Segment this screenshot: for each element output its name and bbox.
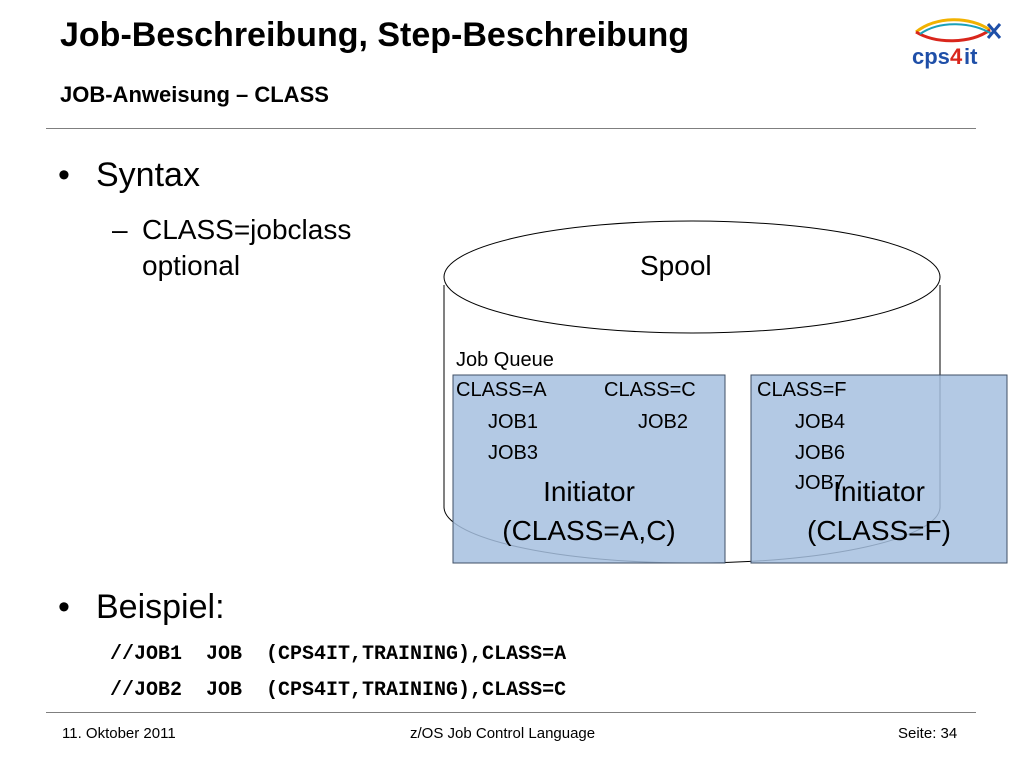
class-f-job-1: JOB4	[795, 411, 846, 433]
spool-cylinder-top	[443, 220, 941, 334]
code-line-2: //JOB2 JOB (CPS4IT,TRAINING),CLASS=C	[110, 679, 567, 702]
bullet-beispiel: • Beispiel:	[58, 588, 225, 627]
bullet-marker: •	[58, 588, 70, 626]
svg-text:cps: cps	[912, 44, 950, 69]
class-c-job-1: JOB2	[638, 411, 689, 433]
sub-bullet-marker: –	[112, 214, 128, 245]
initiator-box-1	[452, 374, 726, 564]
sub-bullet-line2: optional	[142, 250, 241, 281]
header-divider	[46, 128, 976, 129]
class-f-job-2: JOB6	[795, 442, 846, 464]
class-a-label: CLASS=A	[456, 379, 547, 401]
initiator-2-line1: Initiator	[833, 476, 925, 507]
code-line-1: //JOB1 JOB (CPS4IT,TRAINING),CLASS=A	[110, 643, 567, 666]
footer-page-number: Seite: 34	[898, 725, 958, 742]
class-c-label: CLASS=C	[604, 379, 696, 401]
class-f-label: CLASS=F	[757, 379, 847, 401]
page-title: Job-Beschreibung, Step-Beschreibung	[60, 16, 690, 54]
cps4it-logo: cps 4 it	[908, 14, 1004, 70]
spool-label: Spool	[640, 250, 712, 281]
initiator-2-line2: (CLASS=F)	[807, 515, 951, 546]
svg-text:it: it	[964, 44, 978, 69]
footer-divider	[46, 712, 976, 713]
class-a-job-2: JOB3	[488, 442, 539, 464]
class-a-job-1: JOB1	[488, 411, 539, 433]
initiator-1-line2: (CLASS=A,C)	[502, 515, 676, 546]
initiator-1-line1: Initiator	[543, 476, 635, 507]
footer-date: 11. Oktober 2011	[62, 725, 176, 742]
sub-bullet-syntax: –CLASS=jobclass optional	[112, 212, 351, 284]
bullet-text: Beispiel:	[96, 588, 225, 626]
bullet-marker: •	[58, 156, 70, 194]
svg-text:4: 4	[950, 44, 963, 69]
footer-title: z/OS Job Control Language	[410, 725, 596, 742]
class-f-job-3: JOB7	[795, 472, 846, 494]
page-subtitle: JOB-Anweisung – CLASS	[60, 82, 329, 107]
bullet-text: Syntax	[96, 156, 200, 194]
sub-bullet-line1: CLASS=jobclass	[142, 214, 352, 245]
bullet-syntax: • Syntax	[58, 156, 200, 195]
initiator-box-2	[750, 374, 1008, 564]
job-queue-label: Job Queue	[456, 349, 554, 371]
